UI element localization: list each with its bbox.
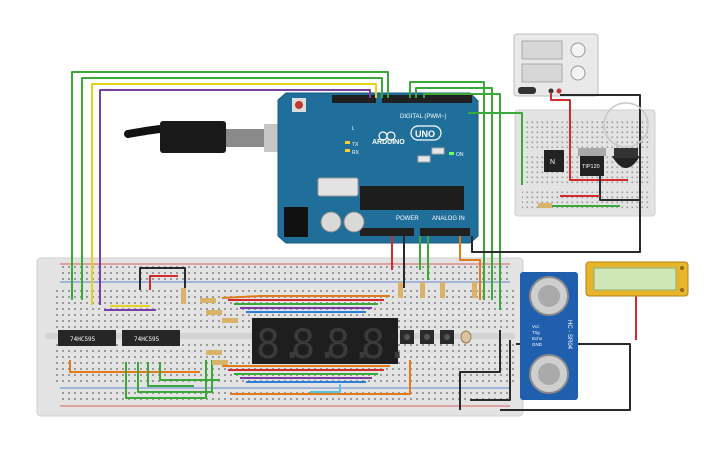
resistor-icon [440,282,445,298]
reset-button-icon [295,101,303,109]
sensor-pin-label: Vcc [532,324,540,329]
transistor-label: N [550,159,555,166]
arduino-brand-text: ARDUINO [372,139,405,146]
power-label: POWER [396,216,419,222]
wires [69,71,641,411]
power-jack-icon [284,207,308,237]
resistor-icon [538,203,552,208]
resistor-icon [206,350,222,355]
sensor-pin-label: Trig [532,330,540,335]
resistor-icon [472,282,477,298]
tx-label: TX [352,142,359,148]
digit-1: 8. [256,322,304,368]
infinity-logo-icon [386,131,396,141]
sensor-pin-label: Echo [532,336,543,341]
atmega-chip [360,186,464,210]
resistors [181,203,552,365]
resistor-icon [200,298,216,303]
resistor-icon [398,282,403,298]
resistor-icon [420,282,425,298]
digit-4: 8. [361,322,409,368]
analog-label: ANALOG IN [432,216,465,222]
seven-segment-display: 8. 8. 8. 8. [252,318,409,368]
power-supply[interactable] [513,33,599,97]
shift-register-1[interactable]: 74HC595 [58,330,116,346]
chip-label: 74HC595 [70,336,96,343]
arduino-model-text: UNO [415,129,435,139]
photoresistor-icon [460,330,472,344]
digit-3: 8. [326,322,374,368]
digital-label: DIGITAL (PWM~) [400,114,447,120]
chip-label: 74HC595 [134,336,160,343]
shift-register-2[interactable]: 74HC595 [122,330,180,346]
resistor-icon [206,310,222,315]
terminal-negative-icon[interactable] [548,88,554,94]
l-label: L [352,126,355,132]
motor-icon [612,156,640,168]
terminal-positive-icon[interactable] [556,88,562,94]
sensor-model-text: HC - SR04 [566,320,572,350]
crystal-icon [317,177,359,197]
resistor-icon [181,288,186,304]
ultrasonic-sensor[interactable]: HC - SR04 Vcc Trig Echo GND [520,272,578,400]
resistor-icon [212,360,228,365]
digit-2: 8. [291,322,339,368]
lcd-module[interactable] [585,261,689,297]
sensor-pin-label: GND [532,342,543,347]
resistor-icon [222,318,238,323]
push-buttons [400,330,472,344]
transistor-tip120[interactable]: TIP120 [578,148,606,176]
dc-motor[interactable] [603,102,649,168]
capacitor-icon [320,211,342,233]
on-label: ON [456,152,464,158]
rx-label: RX [352,150,360,156]
capacitor-icon [343,211,365,233]
usb-cable-icon [124,121,294,153]
arduino-uno-board[interactable]: ARDUINO UNO DIGITAL (PWM~) POWER ANALOG … [124,92,479,244]
transistor-npn[interactable]: N [544,150,564,172]
transistor-label: TIP120 [582,164,600,170]
